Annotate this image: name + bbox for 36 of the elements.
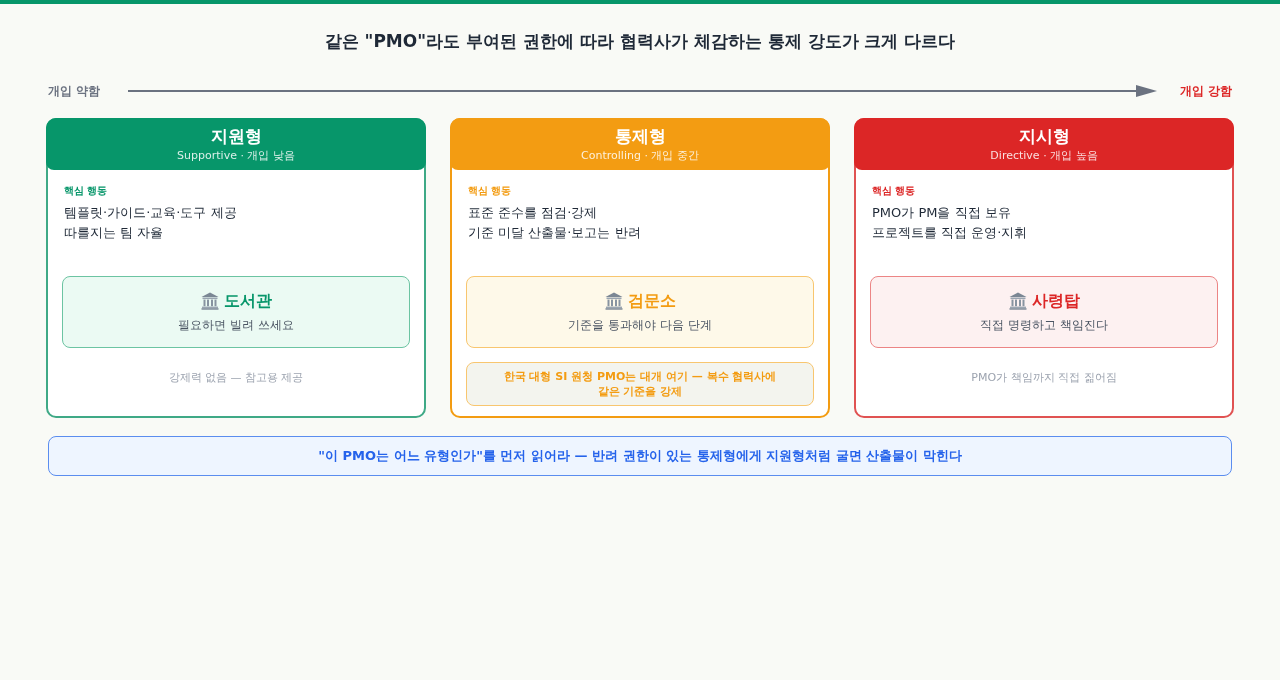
metaphor-box	[62, 276, 410, 348]
action-text: 기준 미달 산출물·보고는 반려	[468, 224, 641, 242]
metaphor-title: 도서관	[223, 291, 272, 311]
callout-text: "이 PMO는 어느 유형인가"를 먼저 읽어라 — 반려 권한이 있는 통제형에게 지원형처럼 굴면 산출물이 막힌다	[318, 447, 962, 465]
card-subtitle: Directive · 개입 높음	[990, 148, 1098, 163]
callout-banner	[48, 436, 1232, 476]
metaphor-title: 사령탑	[1031, 291, 1080, 311]
action-text: 따를지는 팀 자율	[64, 224, 164, 242]
type-card	[46, 118, 426, 418]
scale-label: 개입 약함	[48, 83, 101, 99]
scale-label: 개입 강함	[1179, 83, 1232, 99]
metaphor-text: 필요하면 빌려 쓰세요	[178, 317, 294, 333]
card-title: 지원형	[210, 125, 262, 146]
card-title: 지시형	[1018, 125, 1070, 146]
metaphor-text: 기준을 통과해야 다음 단계	[568, 317, 712, 333]
diagram-title: 같은 "PMO"라도 부여된 권한에 따라 협력사가 체감하는 통제 강도가 크게 다르다	[324, 30, 956, 52]
type-card	[450, 118, 830, 418]
action-text: 템플릿·가이드·교육·도구 제공	[64, 204, 237, 222]
metaphor-box	[466, 276, 814, 348]
action-text: 표준 준수를 점검·강제	[468, 204, 598, 222]
note-text: 한국 대형 SI 원청 PMO는 대개 여기 — 복수 협력사에 같은 기준을 강제	[502, 369, 778, 399]
card-title: 통제형	[614, 125, 666, 146]
card-subtitle: Controlling · 개입 중간	[581, 148, 699, 163]
metaphor-box	[870, 276, 1218, 348]
section-label: 핵심 행동	[64, 184, 108, 198]
section-label: 핵심 행동	[468, 184, 512, 198]
metaphor-text: 직접 명령하고 책임진다	[980, 317, 1108, 333]
footnote-text: 강제력 없음 — 참고용 제공	[168, 371, 304, 385]
footnote-text: PMO가 책임까지 직접 짊어짐	[971, 371, 1117, 385]
note-box	[466, 362, 814, 406]
type-card	[854, 118, 1234, 418]
metaphor-title: 검문소	[627, 291, 676, 311]
action-text: PMO가 PM을 직접 보유	[872, 204, 1011, 222]
section-label: 핵심 행동	[872, 184, 916, 198]
card-subtitle: Supportive · 개입 낮음	[177, 148, 295, 163]
action-text: 프로젝트를 직접 운영·지휘	[872, 224, 1028, 242]
